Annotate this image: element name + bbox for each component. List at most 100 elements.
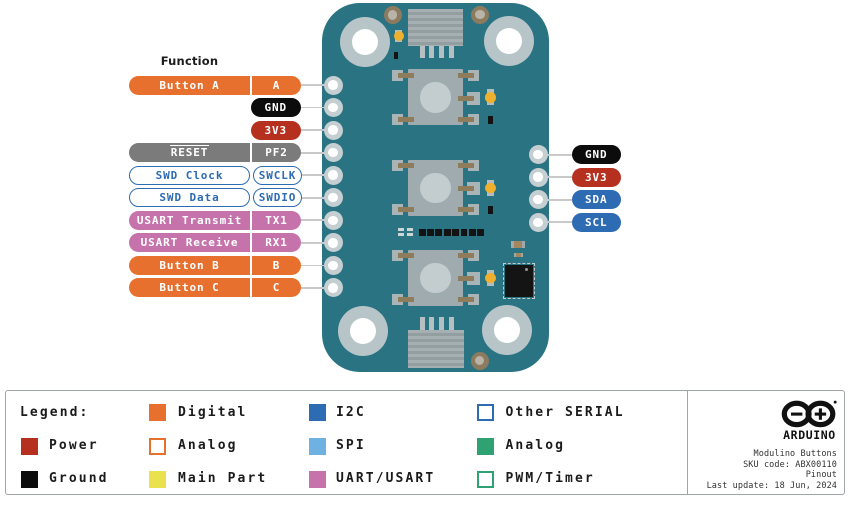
button-lead [457,95,474,101]
brand-doc-type: Pinout [805,470,837,481]
through-hole-pad [528,190,548,210]
button-lead [457,117,474,122]
through-hole-pad [528,212,548,232]
through-hole-opening [328,215,338,225]
legend-swatch-analog [148,437,166,455]
mounting-hole-center [494,317,520,343]
button-pad [391,250,404,262]
pin-name-segment: RX1 [252,233,301,253]
ic-chip [502,262,536,299]
led [485,272,496,284]
pin-function-segment: SWD Clock [129,165,250,185]
pin-function-segment: USART Transmit [129,210,250,230]
debug-pad [418,229,426,237]
screw-hole-center [474,355,485,366]
legend-label: PWM/Timer [505,471,595,487]
pin-wire [298,174,333,177]
pin-wire [298,196,333,199]
button-pad [391,204,404,216]
button-lead [457,297,474,303]
pin-function-segment: Button A [129,75,250,95]
button-lead [457,253,474,259]
pin-name-segment: 3V3 [251,120,301,140]
button-lead [398,297,415,303]
pin-name-segment: 3V3 [571,167,621,187]
legend-label: Power [49,438,99,454]
led [393,31,404,42]
through-hole-pad [528,167,548,187]
function-column-header: Function [160,54,219,68]
pin-wire [298,219,333,222]
pin-label-sda-right: SDA [571,190,621,210]
button-pad [467,182,480,196]
silkscreen-dash [407,228,414,232]
legend-label: Main Part [178,471,268,487]
mounting-hole-center [496,28,522,54]
button-lead [457,276,474,281]
through-hole-opening [328,193,338,203]
mounting-hole-center [352,29,378,55]
ic-pin1-marker [524,267,528,271]
through-hole-pad [323,75,343,95]
screw-hole-center [475,9,485,20]
mounting-hole-center [350,318,376,344]
pin-name-segment: SWCLK [253,165,302,185]
through-hole-opening [328,147,338,158]
pin-wire [298,241,333,244]
pin-name-segment: GND [571,145,621,165]
through-hole-pad [323,188,343,208]
resistor [511,240,525,249]
button-cap [420,262,451,293]
pin-wire [538,153,572,156]
pin-name-segment: A [252,75,301,95]
pin-label-gnd: GND [251,98,301,118]
pin-wire [298,287,333,289]
resistor-body [513,240,522,249]
through-hole-opening [533,217,543,227]
pin-segment-divider [250,255,252,275]
through-hole-pad [323,165,343,185]
legend-swatch-ground [21,470,38,488]
legend-label: I2C [336,404,366,420]
silkscreen-dash [398,228,405,232]
button-pad [391,69,404,81]
capacitor [487,115,493,124]
brand-product: Modulino Buttons [753,449,837,459]
pin-wire [538,198,572,201]
pin-wire [298,129,333,131]
button-pad [391,113,404,125]
pin-label-3v3-right: 3V3 [571,167,621,187]
pin-wire [298,106,333,109]
legend-label: Analog [178,438,238,454]
pin-label-scl-right: SCL [571,212,621,232]
silkscreen-dash [407,233,414,237]
pin-function-segment: RESET [129,143,250,163]
legend-label: UART/USART [336,471,436,487]
connector-leg [429,45,435,59]
qwiic-connector-top [408,8,463,46]
button-pad [467,91,480,105]
through-hole-opening [328,283,338,293]
brand-info-lines: Modulino Buttons SKU code: ABX00110 Pino… [707,449,837,491]
connector-leg [448,317,454,330]
button-lead [457,207,474,213]
capacitor [487,206,493,215]
through-hole-pad [323,143,343,163]
through-hole-pad [528,145,548,165]
led [485,182,496,194]
debug-pad [460,229,468,237]
pin-name-segment: SWDIO [253,188,302,208]
button-cap [420,82,451,113]
through-hole-pad [323,120,343,140]
button-cap [420,172,451,203]
legend-swatch-other-serial [476,404,494,422]
debug-pad [427,229,434,237]
legend-label: SPI [336,438,366,454]
pin-function-segment: USART Receive [129,233,250,253]
